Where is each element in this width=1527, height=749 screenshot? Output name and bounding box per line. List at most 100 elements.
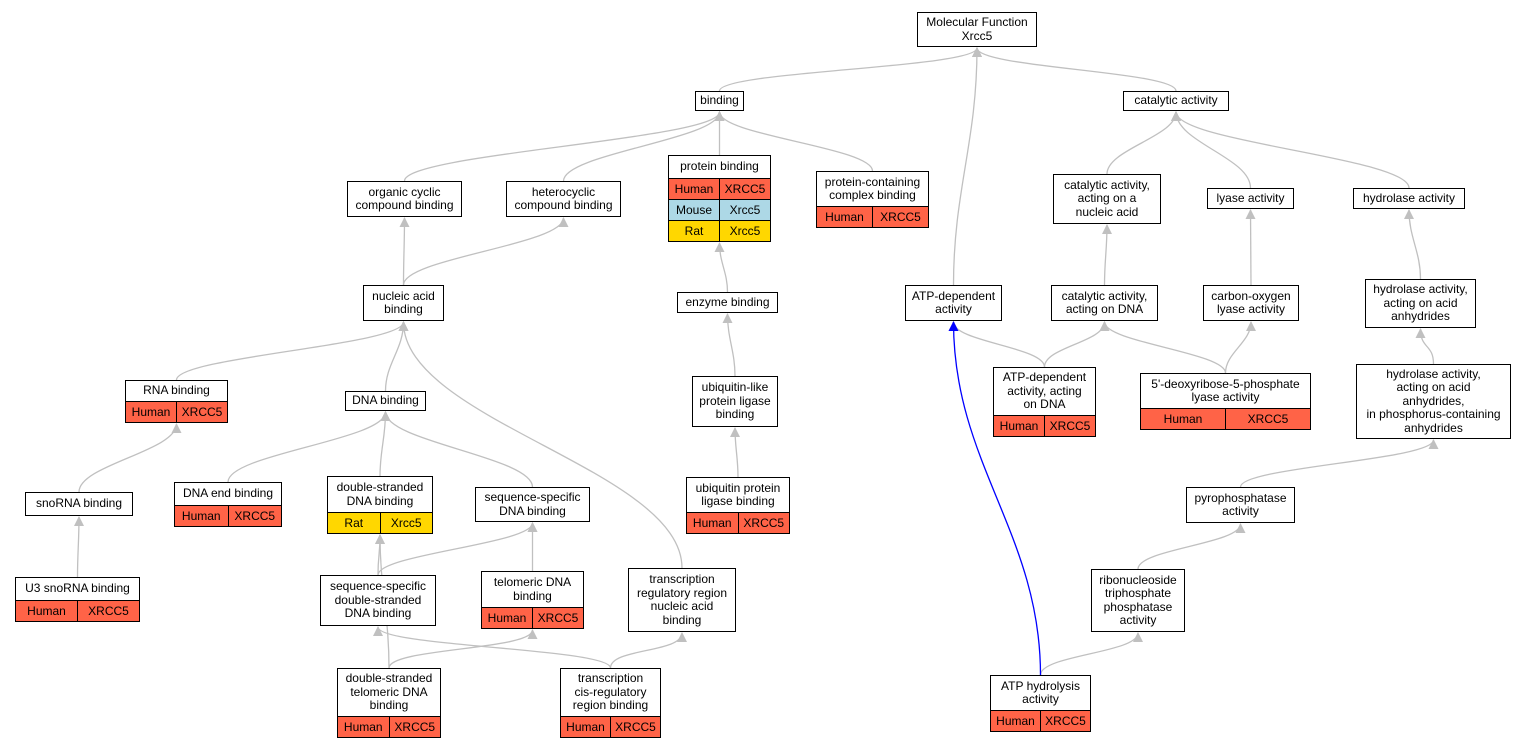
go-term-label: sequence-specific double-stranded DNA bi… bbox=[329, 579, 427, 621]
go-term-mf[interactable]: Molecular Function Xrcc5 bbox=[917, 12, 1037, 47]
edge-nucleic_acid-to-organic_cyclic bbox=[399, 217, 410, 286]
go-term-atp-dependent[interactable]: ATP-dependent activity bbox=[905, 285, 1002, 321]
edge-deoxyribose-to-cat_dna bbox=[1099, 321, 1227, 374]
go-term-cat-nucleic[interactable]: catalytic activity, acting on a nucleic … bbox=[1053, 174, 1161, 224]
go-term-label: hydrolase activity bbox=[1362, 190, 1456, 205]
edge-snorna-to-rna_binding bbox=[78, 423, 182, 493]
go-term-atp-dep-dna[interactable]: ATP-dependent activity, acting on DNA Hum… bbox=[993, 367, 1096, 437]
go-term-pyrophosphatase[interactable]: pyrophosphatase activity bbox=[1186, 487, 1295, 523]
go-term-lyase[interactable]: lyase activity bbox=[1207, 188, 1294, 209]
go-term-label: ATP-dependent activity bbox=[911, 288, 996, 316]
edge-dna_end-to-dna_binding bbox=[227, 411, 391, 483]
edge-hydrolase-to-catalytic bbox=[1171, 111, 1410, 189]
go-term-hydrolase-acid[interactable]: hydrolase activity, acting on acid anhyd… bbox=[1365, 279, 1476, 328]
go-term-carbon-oxygen[interactable]: carbon-oxygen lyase activity bbox=[1203, 285, 1299, 321]
annotation-species: Human bbox=[994, 416, 1044, 436]
go-term-nucleic-acid[interactable]: nucleic acid binding bbox=[363, 285, 444, 321]
edge-cat_dna-to-cat_nucleic bbox=[1101, 224, 1112, 286]
go-term-tr-cis[interactable]: transcription cis-regulatory region bind… bbox=[560, 668, 661, 738]
edge-protein_complex-to-binding bbox=[714, 111, 874, 172]
go-term-label: RNA binding bbox=[143, 383, 210, 398]
go-term-label: pyrophosphatase activity bbox=[1194, 490, 1287, 518]
edge-lyase-to-catalytic bbox=[1171, 111, 1252, 189]
go-term-label: double-stranded DNA binding bbox=[336, 480, 424, 508]
edge-seq_specific-to-dna_binding bbox=[380, 411, 534, 488]
go-term-tr-region[interactable]: transcription regulatory region nucleic … bbox=[628, 568, 736, 632]
annotation-gene: Xrcc5 bbox=[379, 513, 432, 533]
edge-heterocyclic-to-binding bbox=[562, 111, 725, 182]
go-term-hydrolase[interactable]: hydrolase activity bbox=[1353, 188, 1465, 209]
go-term-snorna[interactable]: snoRNA binding bbox=[25, 492, 133, 516]
go-term-label: transcription cis-regulatory region bind… bbox=[572, 671, 649, 713]
annotation-gene: XRCC5 bbox=[1225, 409, 1310, 429]
go-term-seq-ds[interactable]: sequence-specific double-stranded DNA bi… bbox=[320, 575, 436, 626]
annotation-gene: XRCC5 bbox=[176, 402, 227, 422]
annotation-species: Human bbox=[687, 513, 738, 533]
edge-tr_region-to-nucleic_acid bbox=[398, 321, 683, 569]
go-term-label: carbon-oxygen lyase activity bbox=[1211, 288, 1291, 316]
edge-ubl_ligase-to-enzyme_binding bbox=[722, 313, 736, 377]
go-term-deoxyribose[interactable]: 5'-deoxyribose-5-phosphate lyase activit… bbox=[1140, 373, 1311, 430]
annotation-species: Human bbox=[991, 711, 1040, 731]
go-term-cat-dna[interactable]: catalytic activity, acting on DNA bbox=[1051, 285, 1158, 321]
go-term-ubl-ligase[interactable]: ubiquitin-like protein ligase binding bbox=[692, 376, 778, 427]
edge-atp_dep_dna-to-atp_dependent bbox=[948, 321, 1046, 368]
go-term-label: ubiquitin protein ligase binding bbox=[695, 480, 781, 508]
edge-u3_snorna-to-snorna bbox=[73, 516, 84, 578]
edge-rna_binding-to-nucleic_acid bbox=[175, 321, 409, 381]
edge-nucleic_acid-to-heterocyclic bbox=[402, 217, 569, 286]
go-term-label: ATP-dependent activity, acting on DNA bbox=[1002, 370, 1087, 412]
go-term-label: Molecular Function Xrcc5 bbox=[926, 15, 1028, 43]
edge-catalytic-to-mf bbox=[972, 47, 1177, 92]
annotation-gene: XRCC5 bbox=[388, 717, 440, 737]
edge-organic_cyclic-to-binding bbox=[403, 111, 725, 182]
go-term-label: ubiquitin-like protein ligase binding bbox=[699, 380, 771, 422]
annotation-species: Human bbox=[561, 717, 610, 737]
go-term-dna-binding[interactable]: DNA binding bbox=[345, 391, 426, 411]
edge-tr_cis-to-seq_ds bbox=[373, 626, 612, 669]
annotation-gene: Xrcc5 bbox=[719, 200, 770, 220]
go-term-enzyme-binding[interactable]: enzyme binding bbox=[677, 292, 778, 313]
go-term-label: DNA binding bbox=[352, 393, 419, 408]
go-term-label: DNA end binding bbox=[182, 486, 274, 501]
edge-atp_hydrolysis-to-atp_dependent bbox=[948, 321, 1042, 676]
go-term-label: catalytic activity, acting on a nucleic … bbox=[1064, 177, 1150, 219]
edge-atp_dep_dna-to-cat_dna bbox=[1043, 321, 1110, 368]
go-term-seq-specific[interactable]: sequence-specific DNA binding bbox=[475, 487, 590, 522]
go-term-binding[interactable]: binding bbox=[695, 91, 744, 111]
annotation-gene: XRCC5 bbox=[719, 179, 770, 199]
edge-pyrophosphatase-to-hydrolase_phos bbox=[1239, 439, 1439, 488]
edge-carbon_oxygen-to-lyase bbox=[1245, 209, 1256, 286]
annotation-species: Human bbox=[338, 717, 389, 737]
go-term-catalytic[interactable]: catalytic activity bbox=[1123, 91, 1229, 111]
go-term-label: sequence-specific DNA binding bbox=[484, 490, 581, 518]
annotation-gene: XRCC5 bbox=[737, 513, 789, 533]
go-term-hydrolase-phos[interactable]: hydrolase activity, acting on acid anhyd… bbox=[1356, 364, 1511, 439]
go-term-heterocyclic[interactable]: heterocyclic compound binding bbox=[506, 181, 621, 217]
go-term-label: enzyme binding bbox=[685, 294, 770, 309]
go-term-organic-cyclic[interactable]: organic cyclic compound binding bbox=[347, 181, 462, 217]
edge-tr_cis-to-tr_region bbox=[609, 632, 687, 669]
go-term-ribonucleoside[interactable]: ribonucleoside triphosphate phosphatase … bbox=[1091, 569, 1185, 632]
edge-ds_dna-to-dna_binding bbox=[379, 411, 391, 477]
edge-seq_ds-to-seq_specific bbox=[377, 522, 538, 576]
